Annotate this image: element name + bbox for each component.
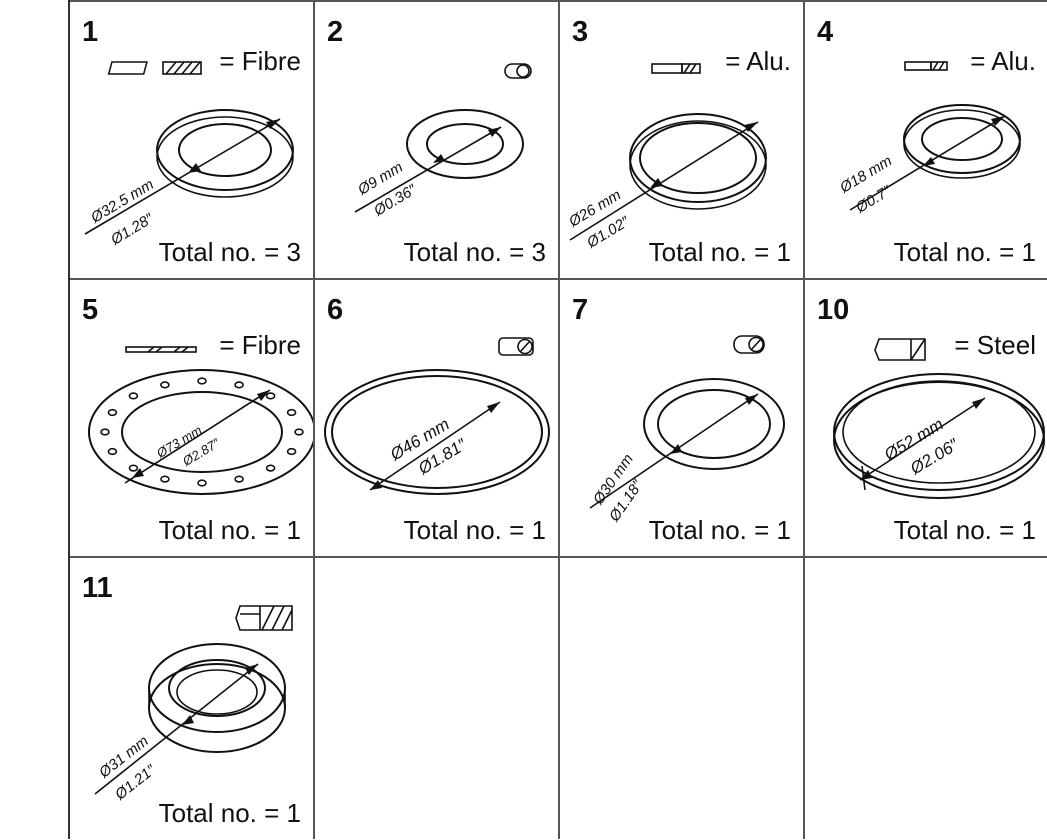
- bolt-hole: [107, 408, 118, 417]
- part-cell-10: 10 = Steel Ø52 mm Ø2.06″ Total no. = 1: [805, 280, 1047, 558]
- bolt-hole: [197, 479, 207, 487]
- bolt-hole: [160, 381, 170, 389]
- part-cell-4: 4 = Alu. Ø18 mm Ø0.7″ Total no. = 1: [805, 0, 1047, 280]
- cross-section-icon: [733, 335, 765, 354]
- total-count: Total no. = 1: [158, 798, 301, 828]
- part-cell-5: 5 = Fibre Ø73 mm Ø2.87″ Total no. = 1: [70, 280, 315, 558]
- material-label: = Fibre: [219, 330, 301, 360]
- total-count: Total no. = 1: [893, 237, 1036, 267]
- part-cell-2: 2 Ø9 mm Ø0.36″ Total no. = 3: [315, 0, 560, 280]
- part-number: 10: [817, 294, 850, 326]
- part-cell-7: 7 Ø30 mm Ø1.18″ Total no. = 1: [560, 280, 805, 558]
- part-cell-11: 11 Ø31 mm Ø1.21″ Total no. = 1: [70, 558, 315, 839]
- part-cell-1: 1 = Fibre Ø32.5 mm Ø1.28″ Total no. = 3: [70, 0, 315, 280]
- gasket-ring-icon: [324, 369, 550, 495]
- part-cell-6: 6 Ø46 mm Ø1.81″ Total no. = 1: [315, 280, 560, 558]
- part-number: 4: [817, 16, 834, 48]
- total-count: Total no. = 1: [648, 237, 791, 267]
- bolt-hole: [107, 447, 118, 456]
- part-number: 2: [327, 16, 344, 48]
- part-number: 5: [82, 294, 99, 326]
- parts-grid: 1 = Fibre Ø32.5 mm Ø1.28″ Total no. = 3 …: [68, 0, 1047, 839]
- gasket-ring-icon: [849, 104, 1021, 211]
- bolt-hole: [234, 475, 244, 483]
- cross-section-icon: [504, 63, 532, 79]
- gasket-ring-icon: [589, 378, 785, 509]
- bolt-hole: [160, 475, 170, 483]
- bolt-hole: [286, 408, 297, 417]
- bolt-hole: [265, 464, 276, 472]
- cross-section-icon: [904, 61, 948, 71]
- bolt-hole: [286, 447, 297, 456]
- empty-cell: [560, 558, 805, 839]
- bolt-hole: [234, 381, 244, 389]
- total-count: Total no. = 1: [648, 515, 791, 545]
- total-count: Total no. = 3: [403, 237, 546, 267]
- gasket-ring-icon: [569, 113, 767, 241]
- gasket-ring-icon: [354, 109, 524, 213]
- material-label: = Steel: [954, 330, 1036, 360]
- empty-cell: [805, 558, 1047, 839]
- part-number: 7: [572, 294, 589, 326]
- bolt-hole: [197, 377, 207, 385]
- gasket-ring-icon: [84, 109, 294, 235]
- empty-cell: [315, 558, 560, 839]
- total-count: Total no. = 1: [403, 515, 546, 545]
- bolt-hole: [100, 428, 110, 436]
- bolt-hole: [128, 464, 139, 472]
- total-count: Total no. = 3: [158, 237, 301, 267]
- cross-section-icon: [651, 63, 701, 74]
- bolt-hole: [128, 392, 139, 400]
- flange-gasket-icon: [88, 369, 313, 495]
- material-label: = Fibre: [219, 46, 301, 76]
- steel-ring-icon: [833, 373, 1045, 499]
- cross-section-icon: [235, 605, 293, 631]
- material-label: = Alu.: [970, 46, 1036, 76]
- total-count: Total no. = 1: [893, 515, 1036, 545]
- cross-section-icon: [874, 338, 926, 361]
- part-number: 1: [82, 16, 99, 48]
- thick-ring-icon: [94, 643, 286, 795]
- total-count: Total no. = 1: [158, 515, 301, 545]
- part-number: 3: [572, 16, 589, 48]
- bolt-hole: [294, 428, 304, 436]
- material-label: = Alu.: [725, 46, 791, 76]
- part-cell-3: 3 = Alu. Ø26 mm Ø1.02″ Total no. = 1: [560, 0, 805, 280]
- bolt-hole: [265, 392, 276, 400]
- cross-section-icon: [498, 337, 534, 356]
- part-number: 6: [327, 294, 344, 326]
- part-number: 11: [82, 572, 113, 604]
- cross-section-icon: [125, 346, 197, 353]
- cross-section-icon: [107, 61, 202, 75]
